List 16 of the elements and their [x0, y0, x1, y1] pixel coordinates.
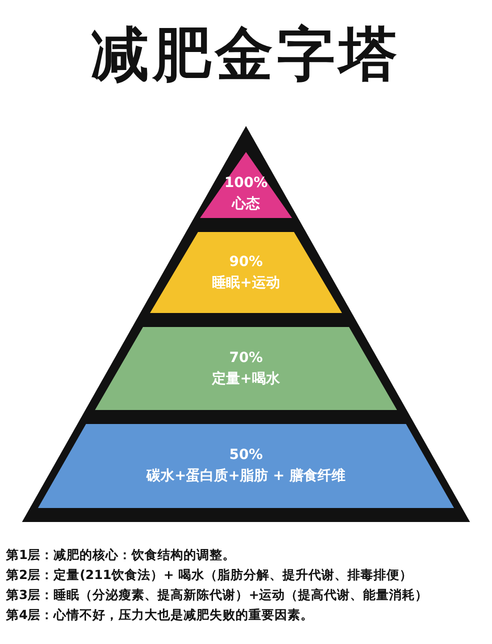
note-text: 第4层：心情不好，压力大也是减肥失败的重要因素。: [6, 606, 314, 624]
pyramid-tier: [95, 327, 397, 410]
tier-label: 碳水+蛋白质+脂肪 + 膳食纤维: [146, 466, 346, 486]
title: 减肥金字塔: [91, 19, 401, 90]
tier-label: 心态: [232, 194, 260, 214]
note-text: 第3层：睡眠（分泌瘦素、提高新陈代谢）+运动（提高代谢、能量消耗）: [6, 586, 428, 604]
tier-label: 睡眠+运动: [212, 274, 280, 292]
percent-label: 70%: [229, 348, 263, 368]
tier-label: 定量+喝水: [212, 370, 280, 388]
percent-label: 50%: [229, 446, 263, 465]
note-text: 第2层：定量(211饮食法）+ 喝水（脂肪分解、提升代谢、排毒排便）: [6, 566, 412, 584]
percent-label: 100%: [224, 174, 268, 193]
percent-label: 90%: [229, 252, 263, 272]
note-text: 第1层：减肥的核心：饮食结构的调整。: [6, 546, 236, 564]
pyramid-tier: [38, 424, 454, 508]
pyramid-tier: [150, 232, 342, 313]
